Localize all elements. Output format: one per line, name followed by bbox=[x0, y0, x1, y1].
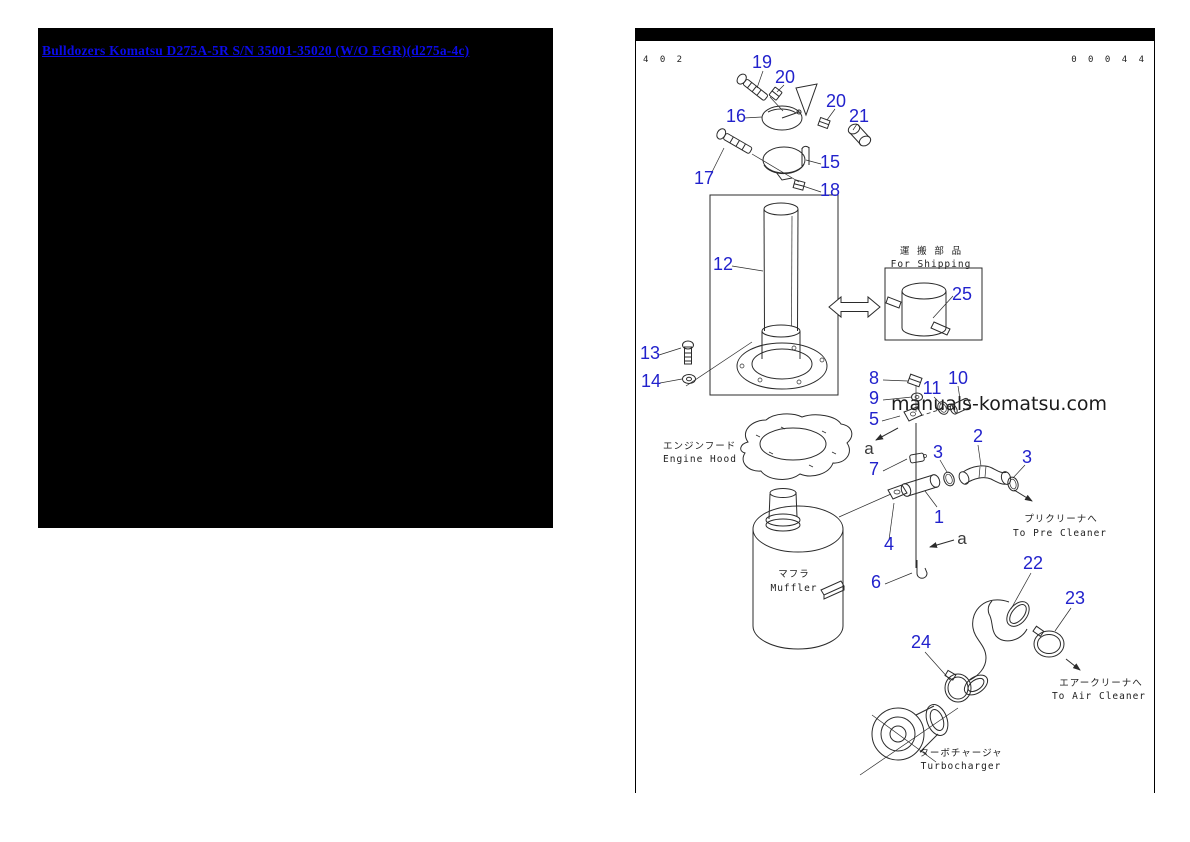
callout-a-1: a bbox=[864, 439, 874, 458]
callout-21[interactable]: 21 bbox=[849, 106, 869, 126]
callout-15[interactable]: 15 bbox=[820, 152, 840, 172]
callout-6[interactable]: 6 bbox=[871, 572, 881, 592]
engine-hood-drawing bbox=[740, 413, 853, 480]
page-number-left: 4 0 2 bbox=[643, 55, 685, 65]
for-shipping-label-jp: 運 搬 部 品 bbox=[900, 245, 962, 257]
pipe-run-drawing bbox=[875, 373, 1033, 579]
clamp-21-drawing bbox=[847, 123, 872, 147]
turbocharger-label-en: Turbocharger bbox=[921, 761, 1002, 772]
to-pre-cleaner-label-jp: プリクリーナへ bbox=[1024, 514, 1098, 525]
callout-19[interactable]: 19 bbox=[752, 52, 772, 72]
callout-10[interactable]: 10 bbox=[948, 368, 968, 388]
muffler-label-en: Muffler bbox=[770, 583, 817, 594]
shipping-swap-arrow bbox=[828, 295, 881, 319]
for-shipping-box bbox=[884, 267, 983, 341]
rain-cap-drawing bbox=[761, 83, 818, 131]
callout-17[interactable]: 17 bbox=[694, 168, 714, 188]
for-shipping-label-en: For Shipping bbox=[891, 259, 972, 270]
callout-2[interactable]: 2 bbox=[973, 426, 983, 446]
callout-23[interactable]: 23 bbox=[1065, 588, 1085, 608]
clamp-24-drawing bbox=[944, 669, 972, 703]
callout-leader-lines bbox=[658, 70, 1072, 681]
callout-18[interactable]: 18 bbox=[820, 180, 840, 200]
callout-3-b[interactable]: 3 bbox=[1022, 447, 1032, 467]
bolt-13-drawing bbox=[682, 340, 694, 365]
callout-24[interactable]: 24 bbox=[911, 632, 931, 652]
muffler-label-jp: マフラ bbox=[778, 569, 810, 580]
callout-14[interactable]: 14 bbox=[641, 371, 661, 391]
callout-25[interactable]: 25 bbox=[952, 284, 972, 304]
callout-22[interactable]: 22 bbox=[1023, 553, 1043, 573]
callout-8[interactable]: 8 bbox=[869, 368, 879, 388]
watermark-text: manuals-komatsu.com bbox=[891, 393, 1107, 415]
callout-16[interactable]: 16 bbox=[726, 106, 746, 126]
callout-a-2: a bbox=[957, 529, 967, 548]
callout-20-a[interactable]: 20 bbox=[775, 67, 795, 87]
to-pre-cleaner-label-en: To Pre Cleaner bbox=[1013, 528, 1107, 539]
callout-12[interactable]: 12 bbox=[713, 254, 733, 274]
callout-20-b[interactable]: 20 bbox=[826, 91, 846, 111]
callout-1[interactable]: 1 bbox=[934, 507, 944, 527]
muffler-drawing bbox=[752, 488, 892, 650]
callout-13[interactable]: 13 bbox=[640, 343, 660, 363]
callout-3-a[interactable]: 3 bbox=[933, 442, 943, 462]
air-hose-22-drawing bbox=[963, 599, 1030, 696]
callout-7[interactable]: 7 bbox=[869, 459, 879, 479]
manual-title-link[interactable]: Bulldozers Komatsu D275A-5R S/N 35001-35… bbox=[42, 43, 470, 58]
clamp-23-drawing bbox=[1032, 625, 1065, 658]
rain-cap-assembly-drawing bbox=[716, 73, 872, 191]
left-black-panel: Bulldozers Komatsu D275A-5R S/N 35001-35… bbox=[38, 28, 553, 528]
exhaust-pipe-drawing bbox=[685, 194, 839, 396]
engine-hood-label-en: Engine Hood bbox=[663, 454, 737, 465]
callout-4[interactable]: 4 bbox=[884, 534, 894, 554]
turbocharger-label-jp: ターボチャージャ bbox=[919, 748, 1002, 759]
page-header-bar bbox=[636, 28, 1154, 41]
to-air-cleaner-label-en: To Air Cleaner bbox=[1052, 691, 1146, 702]
plate-number-right: 0 0 0 4 4 bbox=[1071, 55, 1147, 65]
callout-9[interactable]: 9 bbox=[869, 388, 879, 408]
parts-diagram: 4 0 2 0 0 0 4 4 bbox=[636, 28, 1154, 776]
callout-5[interactable]: 5 bbox=[869, 409, 879, 429]
turbocharger-drawing bbox=[859, 704, 959, 776]
callout-11[interactable]: 11 bbox=[923, 378, 942, 398]
parts-diagram-page: 4 0 2 0 0 0 4 4 bbox=[635, 28, 1155, 793]
to-air-cleaner-label-jp: エアークリーナへ bbox=[1059, 678, 1142, 689]
band-clamp-15-drawing bbox=[762, 145, 810, 181]
washer-14-drawing bbox=[682, 374, 696, 384]
engine-hood-label-jp: エンジンフード bbox=[663, 441, 736, 452]
